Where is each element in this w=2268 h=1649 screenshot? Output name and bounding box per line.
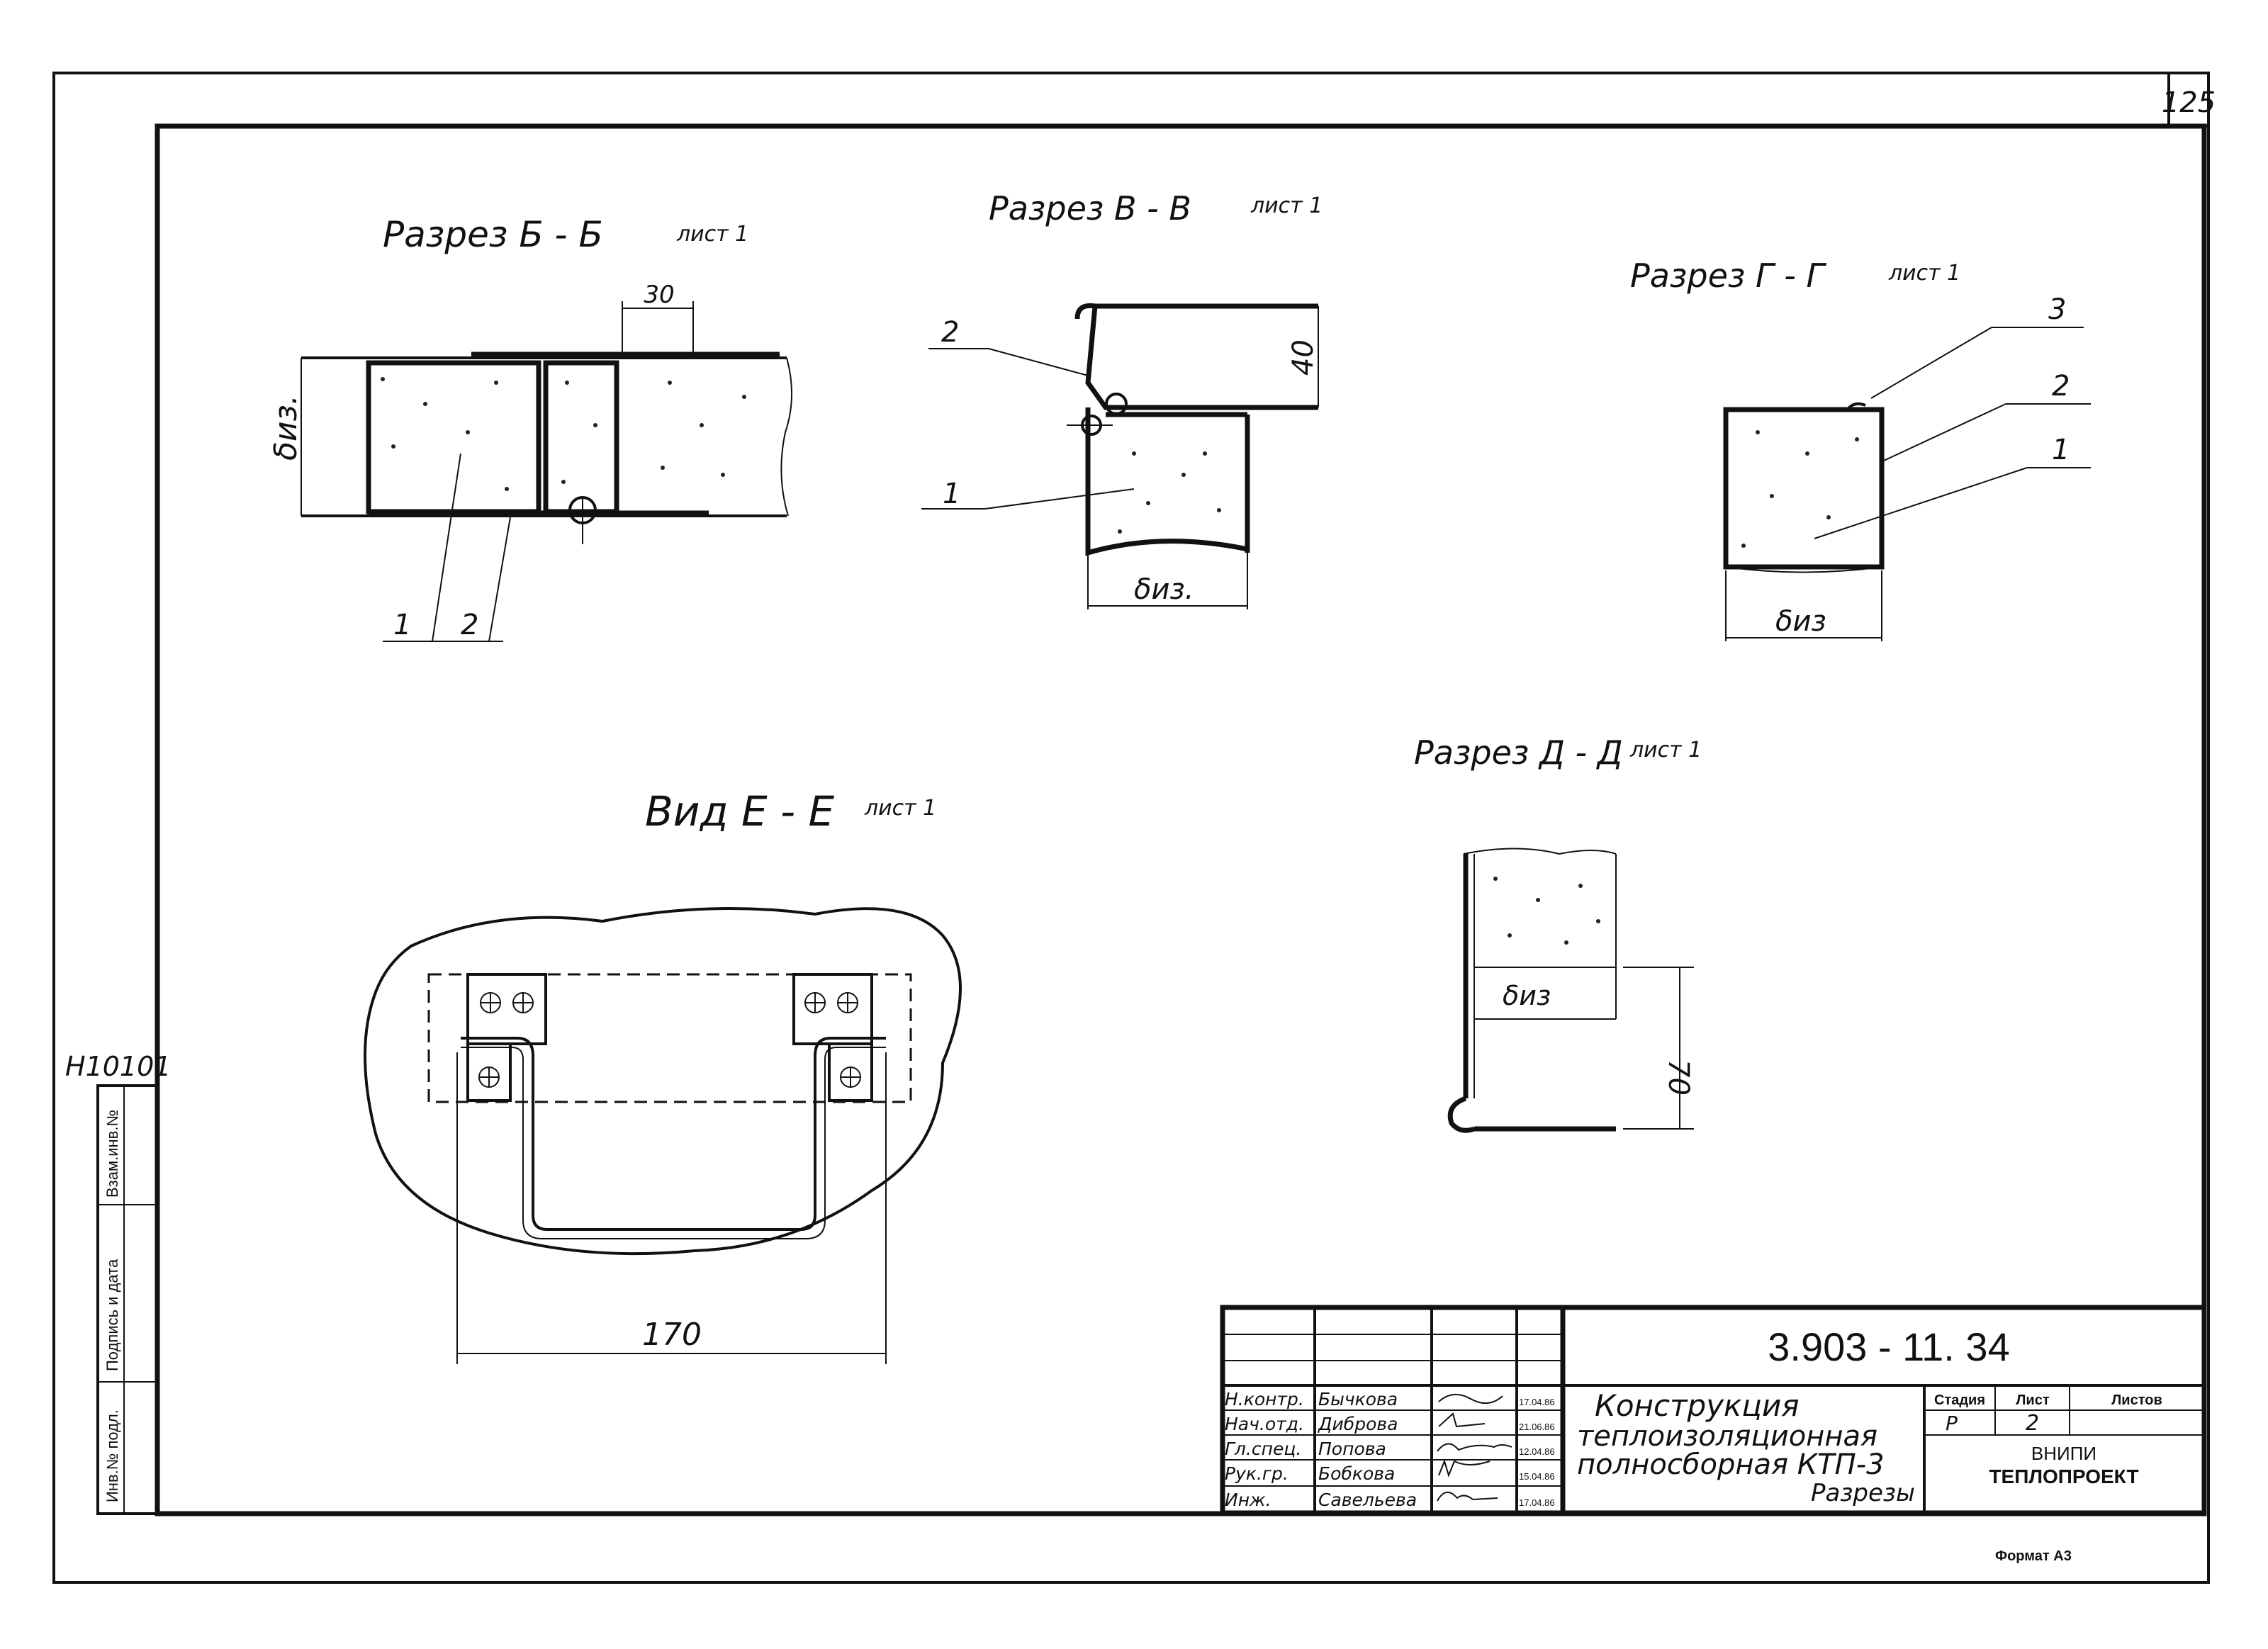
doc-code: 3.903 - 11. 34 [1768,1324,2009,1369]
stamp-signature-date: Подпись и дата [103,1259,121,1371]
section-v-title: Разрез В - В [989,189,1191,227]
org-line-2: ТЕПЛОПРОЕКТ [1989,1465,2138,1487]
section-g: Разрез Г - Г лист 1 δиз 3 2 1 [1630,257,2091,641]
section-d-sheet: лист 1 [1629,738,1702,762]
row-role-1: Н.контр. [1225,1389,1304,1409]
row-date-2: 21.06.86 [1519,1422,1555,1432]
section-d-dim-70: 70 [1662,1059,1695,1096]
row-date-4: 15.04.86 [1519,1471,1555,1482]
section-v-dim-40: 40 [1287,339,1320,376]
section-b-sheet: лист 1 [676,222,748,247]
row-name-1: Бычкова [1318,1389,1398,1409]
title-line-2: теплоизоляционная [1577,1420,1877,1453]
section-g-dim-thickness: δиз [1775,605,1826,638]
view-e-title: Вид Е - Е [645,787,834,835]
sheet-value: 2 [2026,1411,2039,1436]
inner-frame [155,123,2207,1516]
format-note: Формат А3 [1995,1548,2072,1564]
section-g-sheet: лист 1 [1888,261,1960,286]
row-date-3: 12.04.86 [1519,1446,1555,1457]
outer-frame [52,72,2210,1584]
section-b-pos-2: 2 [461,609,478,641]
section-d: Разрез Д - Д лист 1 δиз 70 [1414,733,1702,1133]
title-block: 3.903 - 11. 34 Конструкция теплоизоляцио… [1220,1305,2207,1516]
stamp-inv-number: Инв.№ подл. [103,1409,121,1502]
view-e-sheet: лист 1 [864,796,936,821]
sheet-header: Лист [2016,1392,2049,1408]
row-role-4: Рук.гр. [1225,1463,1289,1484]
title-line-3: полносборная КТП-3 [1577,1448,1885,1481]
section-g-pos-1: 1 [2052,434,2070,466]
section-d-dim-thickness: δиз [1503,980,1551,1011]
side-stamp: Инв.№ подл. Подпись и дата Взам.инв.№ [96,1084,159,1515]
view-e-dim-170: 170 [642,1317,702,1353]
stage-header: Стадия [1934,1392,1985,1408]
view-e: Вид Е - Е лист 1 170 [364,787,962,1364]
row-name-3: Попова [1318,1439,1386,1459]
section-d-title: Разрез Д - Д [1414,733,1623,772]
row-role-3: Гл.спец. [1225,1439,1301,1459]
left-code: H10101 [65,1051,171,1082]
section-b-dim-thickness: δиз. [268,395,304,461]
row-name-2: Диброва [1318,1414,1398,1434]
row-role-2: Нач.отд. [1225,1414,1304,1434]
section-b: Разрез Б - Б лист 1 δиз. 30 1 2 [268,214,793,642]
section-v-dim-thickness: δиз. [1134,573,1194,606]
section-v-sheet: лист 1 [1250,193,1323,218]
row-date-1: 17.04.86 [1519,1397,1555,1407]
sheet-subtitle: Разрезы [1811,1479,1915,1507]
stage-value: Р [1946,1412,1958,1435]
section-v-pos-1: 1 [943,478,960,510]
section-b-title: Разрез Б - Б [383,214,603,255]
section-g-title: Разрез Г - Г [1630,257,1826,295]
stamp-replacement-inv: Взам.инв.№ [103,1110,121,1198]
row-date-5: 17.04.86 [1519,1497,1555,1508]
section-b-dim-30: 30 [644,281,674,309]
row-role-5: Инж. [1225,1490,1271,1510]
org-line-1: ВНИПИ [2031,1443,2096,1464]
section-g-pos-3: 3 [2048,293,2066,326]
sheets-header: Листов [2111,1392,2162,1408]
section-b-pos-1: 1 [393,609,411,641]
page-number: 125 [2162,86,2216,119]
title-line-1: Конструкция [1595,1388,1800,1423]
section-v-pos-2: 2 [941,316,959,349]
row-name-5: Савельева [1318,1490,1417,1510]
section-v: Разрез В - В лист 1 40 δиз. 2 1 [921,189,1323,609]
row-name-4: Бобкова [1318,1463,1395,1484]
section-g-pos-2: 2 [2052,370,2070,403]
